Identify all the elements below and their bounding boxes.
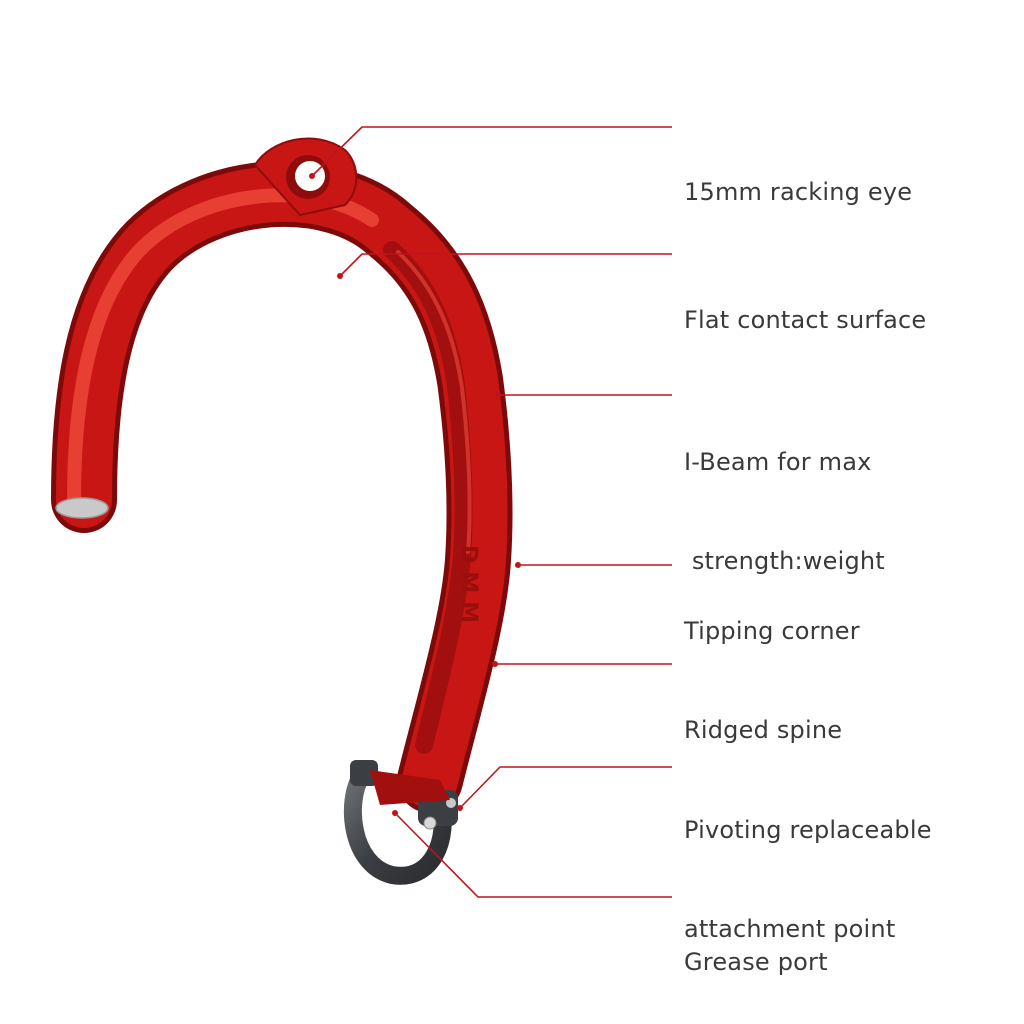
dot-grease-port [392, 810, 398, 816]
callout-text: Tipping corner [684, 617, 860, 645]
callout-text: Pivoting replaceable [684, 816, 932, 844]
dot-flat-contact [337, 273, 343, 279]
callout-tipping-corner: Tipping corner [684, 549, 860, 681]
pivot-bolt [446, 798, 456, 808]
callout-grease-port: Grease port [684, 880, 828, 1012]
callout-text: Grease port [684, 948, 828, 976]
leader-dots [309, 173, 521, 816]
leader-lines [311, 126, 672, 898]
leader-flat-contact [339, 253, 672, 277]
dot-ridged-spine [492, 661, 498, 667]
callout-text: Ridged spine [684, 716, 843, 744]
callout-text: 15mm racking eye [684, 178, 913, 206]
dmm-marking: DMM [456, 545, 481, 631]
callout-text: I-Beam for max [684, 448, 872, 476]
callout-text: attachment point [684, 915, 896, 943]
callout-text: Flat contact surface [684, 306, 927, 334]
hook-base [370, 770, 450, 805]
callout-i-beam: I-Beam for max strength:weight [684, 380, 885, 611]
shackle-attachment [343, 760, 458, 885]
dot-racking-eye [309, 173, 315, 179]
dot-pivoting-point [457, 805, 463, 811]
callout-flat-contact: Flat contact surface [684, 238, 926, 370]
i-beam-channel [383, 241, 473, 754]
callout-text: strength:weight [684, 547, 885, 575]
shackle-left-lug [350, 760, 378, 786]
callout-ridged-spine: Ridged spine [684, 648, 842, 780]
hook-body [51, 137, 513, 813]
callout-pivoting-point: Pivoting replaceable attachment point [684, 748, 932, 979]
leader-racking-eye [311, 126, 672, 177]
dot-i-beam [495, 392, 501, 398]
leader-grease-port [394, 812, 672, 898]
shackle-loop [343, 766, 452, 885]
leader-pivoting-point [459, 766, 672, 809]
callout-racking-eye: 15mm racking eye [684, 110, 912, 242]
nose-tip-cap [55, 497, 109, 519]
dot-tipping-corner [515, 562, 521, 568]
i-beam-ridge [396, 250, 472, 554]
grease-port-bolt [423, 816, 437, 830]
